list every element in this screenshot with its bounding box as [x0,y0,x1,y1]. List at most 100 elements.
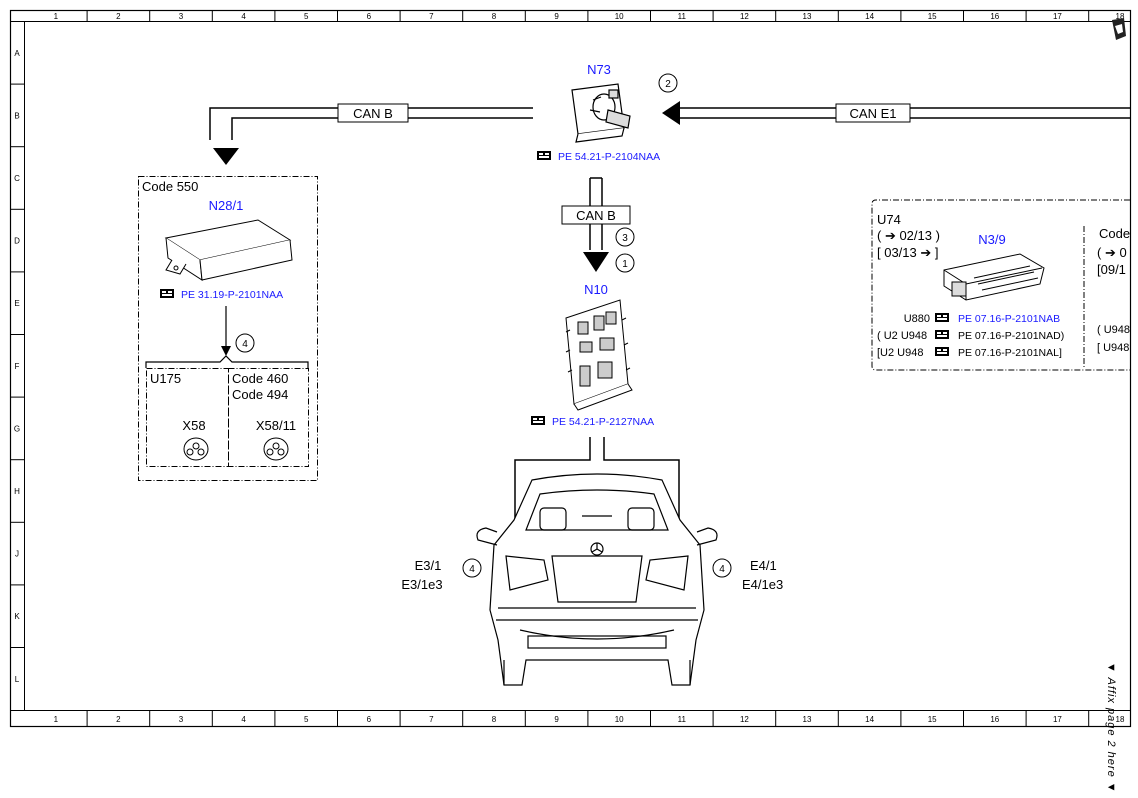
u2-u948-code-2: [U2 U948 [877,347,923,359]
ruler-column-label: 6 [367,715,372,724]
right-u948-2: [ U948 [1097,342,1129,354]
arrow-down-icon [221,346,231,356]
ruler-column-label: 6 [367,12,372,21]
ignition-switch-icon [571,83,631,143]
lamp-wires [514,437,680,560]
marker-circle [615,227,635,247]
code-494-label: Code 494 [232,387,288,402]
ruler-labels: 1122334455667788991010111112121313141415… [14,12,1125,724]
u175-label: U175 [150,371,181,386]
ruler-column-label: 15 [928,715,937,724]
x58-label: X58 [182,418,205,433]
ruler-column-label: 3 [179,12,184,21]
ruler-column-label: 8 [492,715,497,724]
ruler-row-label: D [14,237,20,246]
n3-9-label: N3/9 [978,232,1005,247]
ruler-column-label: 18 [1116,715,1125,724]
u880-code: U880 [904,313,930,325]
ruler-row-label: G [14,424,20,433]
n3-ref-nab: PE 07.16-P-2101NAB [958,313,1060,325]
e4-1e3-label: E4/1e3 [742,577,783,592]
manual-hand-icon [160,289,174,298]
marker-circle [462,558,482,578]
branch-bracket [145,355,309,368]
can-b-label-box [337,103,409,123]
ruler-column-label: 17 [1053,12,1062,21]
affix-note: ▼ Affix page 2 here ▼ [1105,662,1117,794]
ruler-column-label: 12 [740,715,749,724]
connector-x58-icon [183,437,209,461]
ruler-row-label: A [14,49,20,58]
can-b-label-center: CAN B [576,208,616,223]
ruler-row-label: E [14,299,19,308]
n73-label: N73 [587,62,611,77]
manual-hand-icon [531,416,545,425]
ruler-column-label: 14 [865,12,874,21]
arrow-left-icon [662,101,680,125]
right-date-1: ( ➔ 0 [1097,245,1127,260]
ruler-column-label: 7 [429,715,434,724]
ruler-column-label: 2 [116,12,121,21]
e3-1e3-label: E3/1e3 [401,577,442,592]
marker-circle [235,333,255,353]
ruler-column-label: 11 [678,12,687,21]
ruler-row-label: H [14,487,20,496]
ruler-column-label: 16 [990,12,999,21]
marker-circle [615,253,635,273]
code-550-label: Code 550 [142,179,198,194]
ruler-column-label: 18 [1116,12,1125,21]
ruler-column-label: 9 [554,12,559,21]
frame [9,9,1132,728]
n3-9-box [871,199,1130,371]
n3-ref-nad: PE 07.16-P-2101NAD) [958,330,1064,342]
vehicle-rear-icon [476,473,718,686]
e3-1-label: E3/1 [415,558,442,573]
ruler-column-label: 11 [678,715,687,724]
can-e1-label-box [835,103,911,123]
ecu-module-icon [943,253,1045,301]
arrow-down-icon [213,148,239,165]
can-e1-label: CAN E1 [850,106,897,121]
u74-date-2: [ 03/13 ➔ ] [877,245,938,260]
ruler-column-label: 15 [928,12,937,21]
ruler-row-label: K [14,612,20,621]
u74-date-1: ( ➔ 02/13 ) [877,228,940,243]
code-550-box [138,176,318,481]
marker-1: 1 [622,259,628,270]
ruler-column-label: 2 [116,715,121,724]
ruler-column-label: 5 [304,715,309,724]
marker-circle [712,558,732,578]
code-460-label: Code 460 [232,371,288,386]
marker-circle [658,73,678,93]
marker-4-n28: 4 [242,339,248,350]
connector-x58-11-icon [263,437,289,461]
ruler-row-label: J [15,550,19,559]
u74-label: U74 [877,212,901,227]
ruler-column-label: 14 [865,715,874,724]
ruler-row-label: F [15,362,20,371]
ruler-column-label: 9 [554,715,559,724]
marker-2: 2 [665,79,671,90]
n28-1-label: N28/1 [209,198,244,213]
can-b-label-left: CAN B [353,106,393,121]
code-460-box [228,368,309,467]
ruler-column-label: 13 [803,715,812,724]
x58-11-label: X58/11 [256,418,296,433]
marker-4-left: 4 [469,564,475,575]
can-b-label-box [561,205,631,225]
n73-ref: PE 54.21-P-2104NAA [558,151,660,163]
sam-module-icon [565,299,633,411]
right-u948-1: ( U948 [1097,324,1130,336]
u2-u948-code-1: ( U2 U948 [877,330,927,342]
manual-hand-icon [935,330,949,339]
n10-label: N10 [584,282,608,297]
ruler-column-label: 16 [990,715,999,724]
ruler-column-label: 4 [241,12,246,21]
marker-3: 3 [622,233,628,244]
ruler-column-label: 1 [54,12,59,21]
ruler-column-label: 10 [615,715,624,724]
ruler-column-label: 17 [1053,715,1062,724]
marker-4-right: 4 [719,564,725,575]
ruler-column-label: 1 [54,715,59,724]
